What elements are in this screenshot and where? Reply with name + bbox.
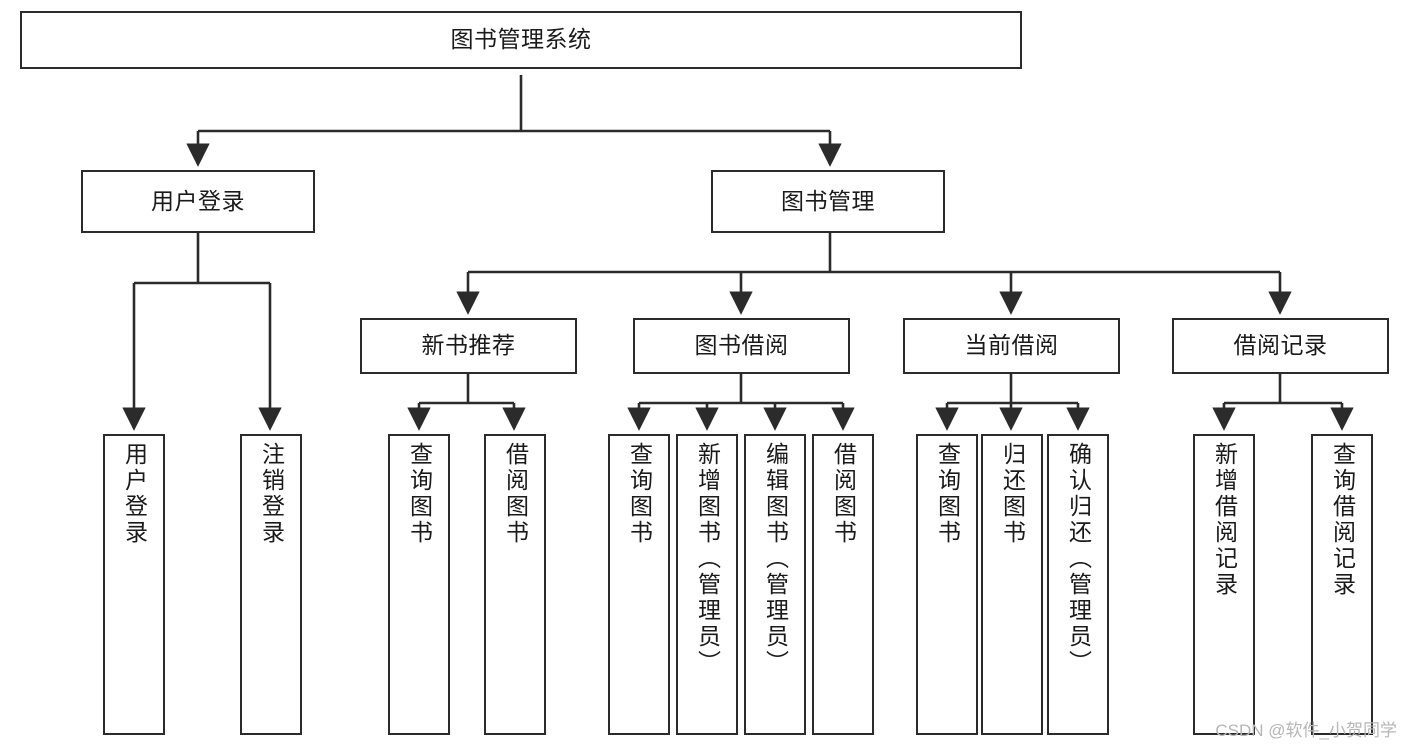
node-user-login-label: 用户登录 <box>151 187 245 214</box>
node-leaf-user-login-label: 用户登录 <box>121 442 148 546</box>
node-leaf-confirm-return[interactable]: 确认归还（管理员） <box>1047 434 1109 735</box>
node-leaf-query-book-1[interactable]: 查询图书 <box>388 434 450 735</box>
edge-group-current-borrow <box>935 374 1090 431</box>
node-leaf-query-book-3-label: 查询图书 <box>934 442 961 546</box>
node-leaf-add-book[interactable]: 新增图书（管理员） <box>676 434 738 735</box>
node-user-login[interactable]: 用户登录 <box>81 170 315 233</box>
node-leaf-user-login[interactable]: 用户登录 <box>103 434 165 735</box>
node-leaf-edit-book-label: 编辑图书（管理员） <box>762 442 789 676</box>
node-current-borrow[interactable]: 当前借阅 <box>903 318 1120 374</box>
node-root[interactable]: 图书管理系统 <box>20 11 1022 69</box>
node-leaf-query-record-label: 查询借阅记录 <box>1329 442 1356 598</box>
node-leaf-query-book-2[interactable]: 查询图书 <box>608 434 670 735</box>
node-leaf-confirm-return-label: 确认归还（管理员） <box>1065 442 1092 676</box>
node-leaf-return-book-label: 归还图书 <box>999 442 1026 546</box>
node-book-manage-label: 图书管理 <box>781 187 875 214</box>
edge-group-book-manage <box>456 233 1292 315</box>
node-current-borrow-label: 当前借阅 <box>964 332 1059 359</box>
node-leaf-borrow-book-1[interactable]: 借阅图书 <box>484 434 546 735</box>
node-book-manage[interactable]: 图书管理 <box>711 170 945 233</box>
node-leaf-query-record[interactable]: 查询借阅记录 <box>1311 434 1373 735</box>
node-leaf-add-book-label: 新增图书（管理员） <box>694 442 721 676</box>
node-leaf-add-record-label: 新增借阅记录 <box>1211 442 1238 598</box>
edge-group-user-login <box>122 233 282 431</box>
edge-group-book-borrow <box>627 374 855 431</box>
node-root-label: 图书管理系统 <box>450 26 592 53</box>
csdn-watermark: CSDN @软件_小贺同学 <box>1215 721 1397 740</box>
node-leaf-borrow-book-2[interactable]: 借阅图书 <box>812 434 874 735</box>
node-new-book-recommend-label: 新书推荐 <box>421 332 516 359</box>
node-leaf-query-book-3[interactable]: 查询图书 <box>916 434 978 735</box>
node-leaf-query-book-2-label: 查询图书 <box>626 442 653 546</box>
node-leaf-edit-book[interactable]: 编辑图书（管理员） <box>744 434 806 735</box>
node-borrow-record[interactable]: 借阅记录 <box>1172 318 1389 374</box>
node-book-borrow-label: 图书借阅 <box>694 332 789 359</box>
edge-group-borrow-record <box>1212 374 1354 431</box>
node-leaf-borrow-book-2-label: 借阅图书 <box>830 442 857 546</box>
node-leaf-query-book-1-label: 查询图书 <box>406 442 433 546</box>
edge-group-root <box>186 75 842 167</box>
node-leaf-logout-login-label: 注销登录 <box>258 442 285 546</box>
node-borrow-record-label: 借阅记录 <box>1233 332 1328 359</box>
edge-group-new-book-recommend <box>407 374 526 431</box>
node-leaf-borrow-book-1-label: 借阅图书 <box>502 442 529 546</box>
node-new-book-recommend[interactable]: 新书推荐 <box>360 318 577 374</box>
node-leaf-return-book[interactable]: 归还图书 <box>981 434 1043 735</box>
node-leaf-add-record[interactable]: 新增借阅记录 <box>1193 434 1255 735</box>
node-book-borrow[interactable]: 图书借阅 <box>633 318 850 374</box>
node-leaf-logout-login[interactable]: 注销登录 <box>240 434 302 735</box>
